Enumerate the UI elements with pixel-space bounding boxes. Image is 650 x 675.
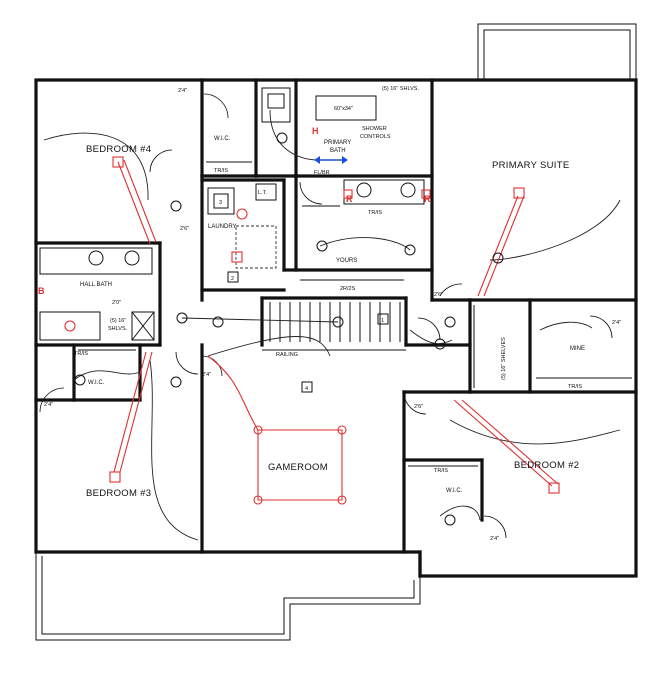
label-railing: RAILING [276,352,298,358]
patio-bottom-left [35,552,421,641]
box-3: 3 [219,200,222,206]
label-dim-4: 2'4" [44,402,53,408]
label-lt: L.T. [258,190,267,196]
blue-arrow [314,156,348,164]
label-dim-8: 2'6" [434,292,443,298]
interior-walls [34,78,638,578]
balcony-top-right [477,23,637,80]
label-laundry: LAUNDRY [208,224,237,230]
label-tris-5: TR/IS [434,468,448,474]
fixtures [39,87,632,467]
label-shower-size: 60"x34" [334,106,353,112]
label-dim-2: 2'6" [180,226,189,232]
label-dim-5: 2'6" [414,404,423,410]
label-hall-bath: HALL BATH [80,282,112,288]
label-dim-9: 2'4" [202,372,211,378]
label-dim-3: 2'0" [112,300,121,306]
label-primary-suite: PRIMARY SUITE [492,160,569,171]
tag-b: B [38,286,45,296]
label-yours: YOURS [336,258,357,264]
label-shower-1: SHOWER [362,126,387,132]
label-shelves-top: (5) 16" SHLVS. [382,86,419,92]
light-fixtures [74,132,504,526]
red-tags: H B R R [38,126,431,296]
label-fl-br: FL/BR [314,170,330,176]
label-dim-6: 2'4" [490,536,499,542]
label-bedroom2: BEDROOM #2 [514,460,579,471]
label-gameroom: GAMEROOM [268,462,328,473]
box-4: 4 [305,386,308,392]
label-primary-bath-1: PRIMARY [324,140,351,146]
label-tris-2: TR/IS [368,210,382,216]
label-shower-2: CONTROLS [360,134,391,140]
label-tris-4: TR/IS [568,384,582,390]
tag-h: H [312,126,319,136]
door-swings [39,93,613,539]
label-dim-1: 2'4" [178,88,187,94]
label-2r-2s: 2R/2S [340,286,356,292]
label-wic-right: W.I.C. [446,488,463,494]
label-dim-7: 2'4" [612,320,621,326]
label-tris-1: TR/IS [214,168,228,174]
label-tris-3: TR/IS [74,351,88,357]
box-2: 2 [231,276,234,282]
label-bedroom3: BEDROOM #3 [86,488,151,499]
label-wic-left: W.I.C. [88,380,105,386]
tag-r-1: R [346,194,353,204]
annotation-labels: (5) 16" SHLVS. SHOWER CONTROLS 60"x34" F… [44,86,621,542]
numbered-boxes: 1 2 3 4 [219,200,389,393]
tag-r-2: R [424,194,431,204]
label-bedroom4: BEDROOM #4 [86,144,151,155]
wiring [43,109,621,541]
label-wic-top: W.I.C. [214,136,231,142]
room-labels: BEDROOM #4 BEDROOM #3 BEDROOM #2 PRIMARY… [80,136,585,499]
red-electrical [64,156,560,505]
label-mine: MINE [570,346,585,352]
label-shelves-hall-1: (5) 16" [110,318,126,324]
label-shelves-hall-2: SHLVS. [108,326,128,332]
box-1: 1 [381,318,384,324]
label-primary-bath-2: BATH [330,148,346,154]
label-shelves-vertical: (5) 16" SHELVES [501,337,507,380]
